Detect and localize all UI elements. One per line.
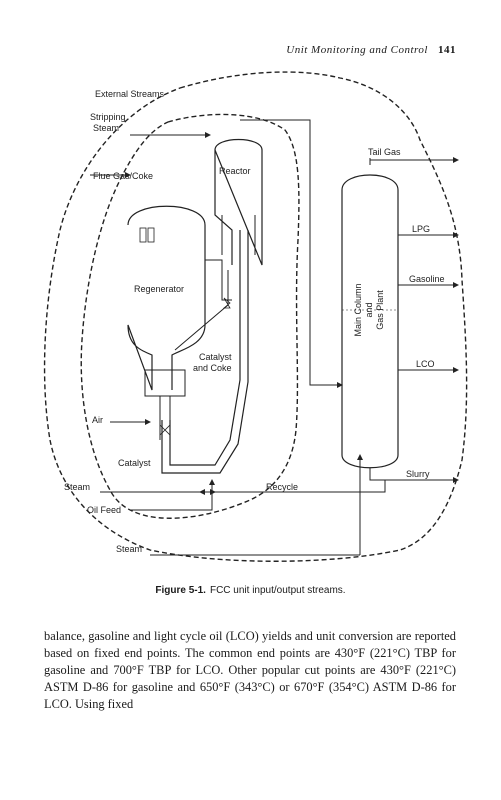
figure-caption-text: FCC unit input/output streams.: [209, 585, 346, 596]
reactor-vessel: [214, 139, 263, 266]
label-catalyst: Catalyst: [118, 458, 151, 468]
label-tail-gas: Tail Gas: [368, 147, 401, 157]
body-text: balance, gasoline and light cycle oil (L…: [44, 628, 456, 713]
label-and-coke: and Coke: [193, 363, 232, 373]
label-recycle: Recycle: [266, 482, 298, 492]
figure-caption-label: Figure 5-1.: [155, 585, 206, 596]
label-external-streams: External Streams: [95, 89, 165, 99]
main-column: [341, 174, 399, 469]
label-reactor: Reactor: [219, 166, 251, 176]
label-oil-feed: Oil Feed: [87, 505, 121, 515]
label-lco: LCO: [416, 359, 435, 369]
running-head: Unit Monitoring and Control 141: [250, 44, 456, 56]
page-number: 141: [438, 44, 456, 56]
main-column-label: Main Column and Gas Plant: [353, 283, 385, 336]
label-gasoline: Gasoline: [409, 274, 445, 284]
figure-caption: Figure 5-1.FCC unit input/output streams…: [0, 585, 501, 596]
label-stripping: Stripping: [90, 112, 126, 122]
outer-boundary: [43, 71, 468, 562]
riser: [169, 230, 241, 466]
main-column-label-line2: and: [364, 302, 374, 317]
label-catalyst-and: Catalyst: [199, 352, 232, 362]
label-slurry: Slurry: [406, 469, 430, 479]
running-title: Unit Monitoring and Control: [286, 44, 428, 56]
regenerator-vessel: [127, 205, 206, 391]
main-column-label-line3: Gas Plant: [375, 290, 385, 330]
inner-boundary: [80, 113, 300, 519]
fcc-flow-diagram: External Streams Stripping Steam Flue Ga…: [43, 71, 468, 562]
body-paragraph: balance, gasoline and light cycle oil (L…: [44, 629, 456, 711]
label-lpg: LPG: [412, 224, 430, 234]
label-flue-gas-coke: Flue Gas/Coke: [93, 171, 153, 181]
label-air: Air: [92, 415, 103, 425]
label-stripping-steam: Steam: [93, 123, 119, 133]
label-steam-bottom: Steam: [116, 544, 142, 554]
main-column-label-line1: Main Column: [353, 283, 363, 336]
label-regenerator: Regenerator: [134, 284, 184, 294]
label-steam-left: Steam: [64, 482, 90, 492]
